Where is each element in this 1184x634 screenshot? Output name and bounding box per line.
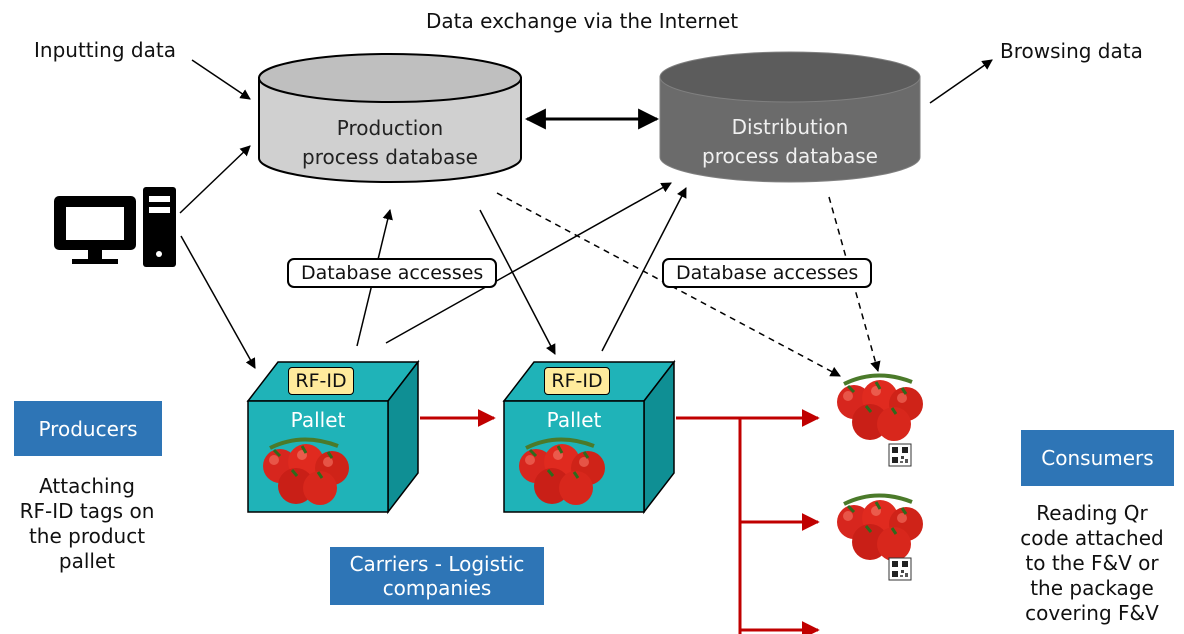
production-db-line1: Production	[336, 116, 444, 140]
production-to-consumer-dashed	[496, 192, 841, 377]
computer-icon	[54, 187, 176, 267]
pallet-label: Pallet	[290, 408, 346, 432]
qr-code-icon	[888, 443, 912, 467]
computer-to-db-arrow	[179, 145, 251, 214]
inputting-label: Inputting data	[34, 38, 176, 62]
browsing-arrow	[929, 59, 993, 104]
production-database	[258, 53, 522, 183]
rfid-tag: RF-ID	[288, 367, 354, 395]
pallet-label: Pallet	[546, 408, 602, 432]
database-accesses-left: Database accesses	[287, 258, 498, 288]
consumer-product-2	[835, 493, 925, 581]
production-to-pallet2-arrow	[479, 209, 556, 355]
exchange-label: Data exchange via the Internet	[426, 9, 739, 33]
pallet1-to-distribution-arrow	[385, 182, 672, 344]
inputting-arrow	[191, 59, 251, 100]
computer-to-pallet-arrow	[180, 235, 256, 369]
production-db-line2: process database	[302, 145, 478, 169]
consumer-product-1	[835, 373, 925, 467]
consumers-description: Reading Qr code attached to the F&V or t…	[1020, 501, 1164, 625]
qr-code-icon	[888, 557, 912, 581]
tomato-icon	[835, 373, 925, 443]
rfid-tag: RF-ID	[544, 367, 610, 395]
logistic-flow	[420, 409, 820, 634]
pallet2-to-distribution-arrow	[601, 187, 687, 352]
distribution-db-line2: process database	[702, 144, 878, 168]
producers-badge: Producers	[14, 401, 162, 456]
browsing-label: Browsing data	[1000, 39, 1143, 63]
consumers-badge: Consumers	[1021, 430, 1174, 486]
database-accesses-right: Database accesses	[662, 258, 873, 288]
tomato-icon	[835, 493, 925, 563]
distribution-database	[659, 51, 921, 183]
carriers-badge: Carriers - Logistic companies	[330, 547, 544, 605]
producers-description: Attaching RF-ID tags on the product pall…	[19, 474, 155, 573]
distribution-db-line1: Distribution	[731, 115, 849, 139]
